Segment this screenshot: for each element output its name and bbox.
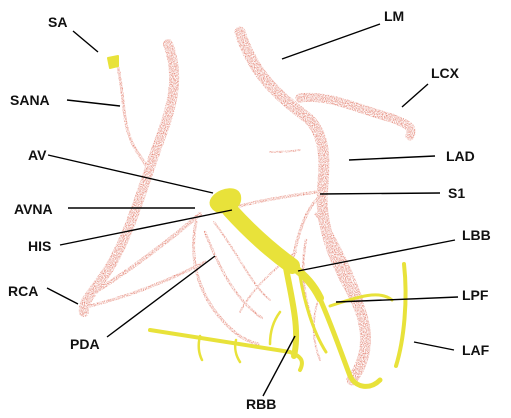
s1-leader [320,193,440,194]
rbb-arcade [150,330,302,370]
rbb-leader [263,336,295,396]
label-lcx: LCX [431,65,459,81]
lcx-leader [402,84,428,107]
label-sana: SANA [10,92,50,108]
sana-vessel [118,68,150,176]
label-laf: LAF [462,342,489,358]
label-av: AV [28,147,46,163]
rca-leader [47,288,78,304]
label-rca: RCA [8,283,38,299]
rbb-twig-3 [270,312,280,344]
label-his: HIS [28,238,51,254]
coronary-arteries [84,32,411,380]
sa-leader [73,31,98,52]
sana-leader [67,100,120,106]
av-leader [48,155,213,193]
lad-branch-4 [240,192,316,206]
label-rbb: RBB [246,396,276,412]
label-sa: SA [48,14,67,30]
sa-node [108,56,118,68]
label-pda: PDA [70,336,100,352]
leader-lines [47,24,458,396]
lm-leader [282,24,380,59]
lad-branch-3 [270,150,300,152]
pda-branch [205,232,262,318]
lad-leader [349,156,435,160]
laf [396,264,406,366]
label-avna: AVNA [14,201,53,217]
label-lpf: LPF [462,287,488,303]
lad-branch-1 [292,198,318,266]
lm-lad-vessel [240,32,366,380]
his-leader [60,210,232,245]
label-s1: S1 [448,185,465,201]
label-lbb: LBB [462,227,491,243]
label-lad: LAD [446,148,475,164]
laf-leader [414,342,454,350]
lbb-leader [298,240,455,271]
label-lm: LM [384,8,404,24]
